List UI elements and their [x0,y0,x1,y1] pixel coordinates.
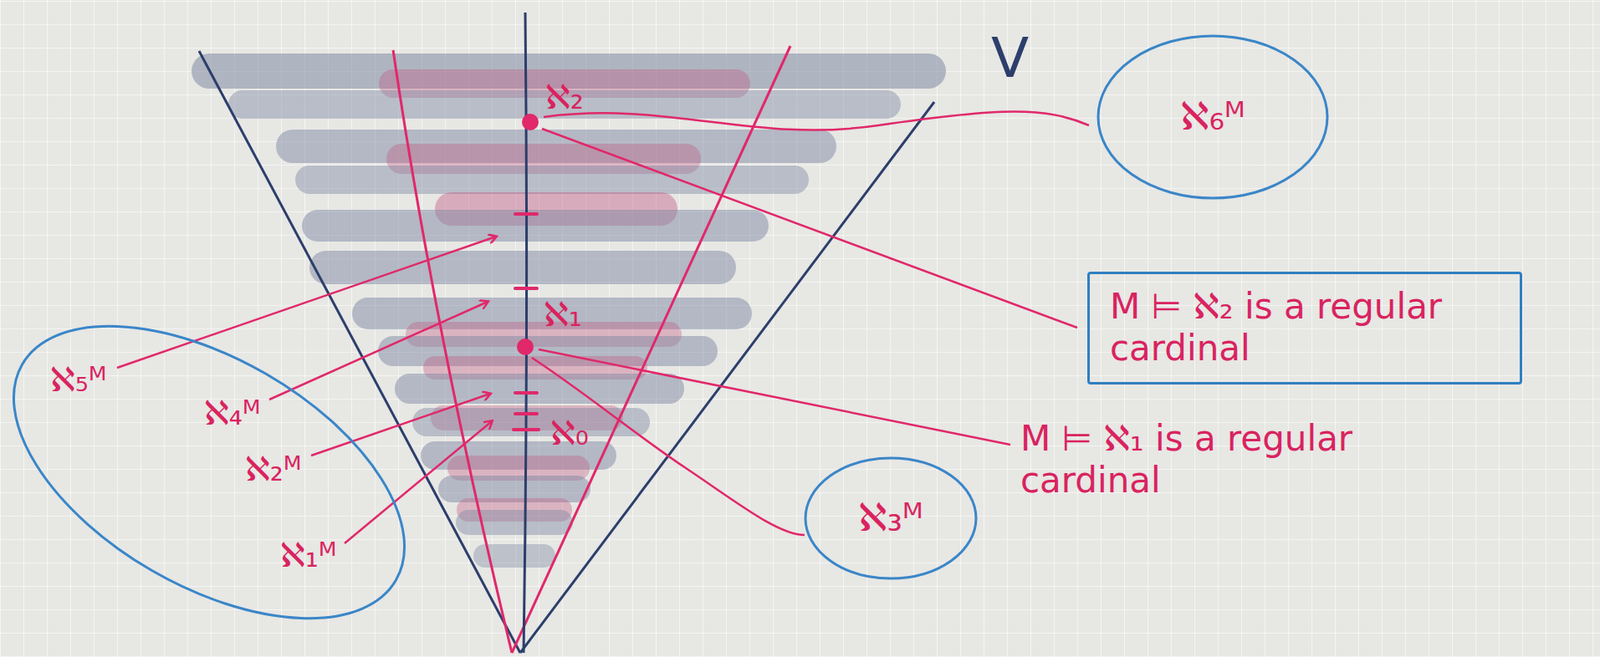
axis-ticks [513,214,539,430]
cardinal-dot [521,113,539,131]
cardinal-text: ℵ₂ᴹ [245,449,302,490]
cardinal-text: ℵ₃ᴹ [858,495,924,542]
cardinal-group: ℵ₅ᴹ ℵ₄ᴹ ℵ₂ᴹ ℵ₁ᴹ [12,334,406,611]
cardinal-text: ℵ₆ᴹ [1180,93,1246,140]
ordinal-axis [523,12,527,654]
leader-lines [117,112,1089,545]
cardinal-text: ℵ₅ᴹ [50,359,108,400]
universe-label: V [991,25,1029,92]
cardinal-dot [516,338,534,356]
cardinal-circle: ℵ₆ᴹ [1095,33,1330,201]
cardinal-text: ℵ₄ᴹ [204,393,261,434]
inner-model-edge [393,50,512,654]
cardinal-label: ℵ₀ [550,413,589,454]
cardinal-text: ℵ₁ᴹ [280,535,338,576]
statement-text: M ⊨ ℵ₂ is a regular cardinal [1109,286,1500,371]
statement-box: M ⊨ ℵ₂ is a regular cardinal [1087,271,1523,385]
statement-note: M ⊨ ℵ₁ is a regular cardinal [1020,418,1422,503]
cardinal-label: ℵ₂ [545,76,584,118]
inner-model-edge [511,46,791,654]
cardinal-label: ℵ₁ [543,294,583,335]
cardinal-circle: ℵ₃ᴹ [802,455,979,582]
cone-edge [199,51,521,654]
